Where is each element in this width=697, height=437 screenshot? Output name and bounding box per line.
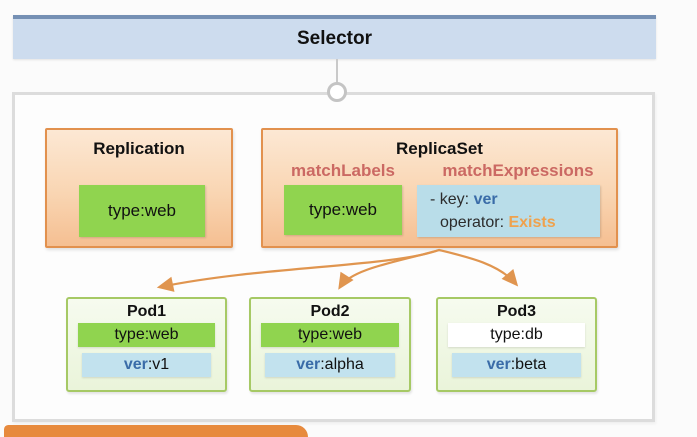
- expression-operator-prefix: operator:: [440, 214, 509, 231]
- replicaset-box: ReplicaSet matchLabels matchExpressions …: [261, 128, 618, 248]
- expression-key-prefix: - key:: [430, 191, 474, 208]
- replication-box: Replication type:web: [45, 128, 233, 248]
- pod1-box: Pod1 type:web ver:v1: [66, 297, 227, 392]
- pod2-ver-value: :alpha: [320, 356, 364, 373]
- pod3-box: Pod3 type:db ver:beta: [436, 297, 597, 392]
- expression-operator-line: operator: Exists: [430, 211, 600, 234]
- pod3-type-label: type:db: [448, 323, 585, 347]
- bottom-banner: [4, 425, 308, 437]
- connector-line: [336, 59, 338, 85]
- replication-title: Replication: [93, 139, 185, 158]
- pod1-ver-key: ver: [123, 356, 148, 373]
- connector-circle: [327, 82, 347, 102]
- replicaset-label-type-web: type:web: [284, 185, 402, 235]
- pod1-title: Pod1: [126, 303, 167, 320]
- expression-operator-value: Exists: [508, 214, 556, 231]
- pod1-type-label: type:web: [78, 323, 215, 347]
- pod2-ver-key: ver: [296, 356, 321, 373]
- pod2-box: Pod2 type:web ver:alpha: [249, 297, 411, 392]
- pod1-ver-label: ver:v1: [82, 353, 211, 377]
- expression-key-value: ver: [473, 191, 498, 208]
- pod2-ver-label: ver:alpha: [265, 353, 395, 377]
- match-expressions-heading: matchExpressions: [442, 161, 594, 180]
- pod3-ver-label: ver:beta: [452, 353, 581, 377]
- selector-header-bar: Selector: [13, 15, 656, 59]
- pod3-ver-key: ver: [486, 356, 511, 373]
- replicaset-title: ReplicaSet: [396, 139, 483, 158]
- pod3-title: Pod3: [496, 303, 537, 320]
- match-expressions-box: - key: ver operator: Exists: [417, 185, 600, 237]
- pod2-type-label: type:web: [261, 323, 399, 347]
- pod3-ver-value: :beta: [510, 356, 547, 373]
- pod1-ver-value: :v1: [147, 356, 170, 373]
- expression-key-line: - key: ver: [430, 188, 600, 211]
- match-labels-heading: matchLabels: [291, 161, 395, 180]
- selector-title: Selector: [297, 28, 372, 49]
- pod2-title: Pod2: [310, 303, 350, 320]
- replication-label-type-web: type:web: [79, 185, 205, 237]
